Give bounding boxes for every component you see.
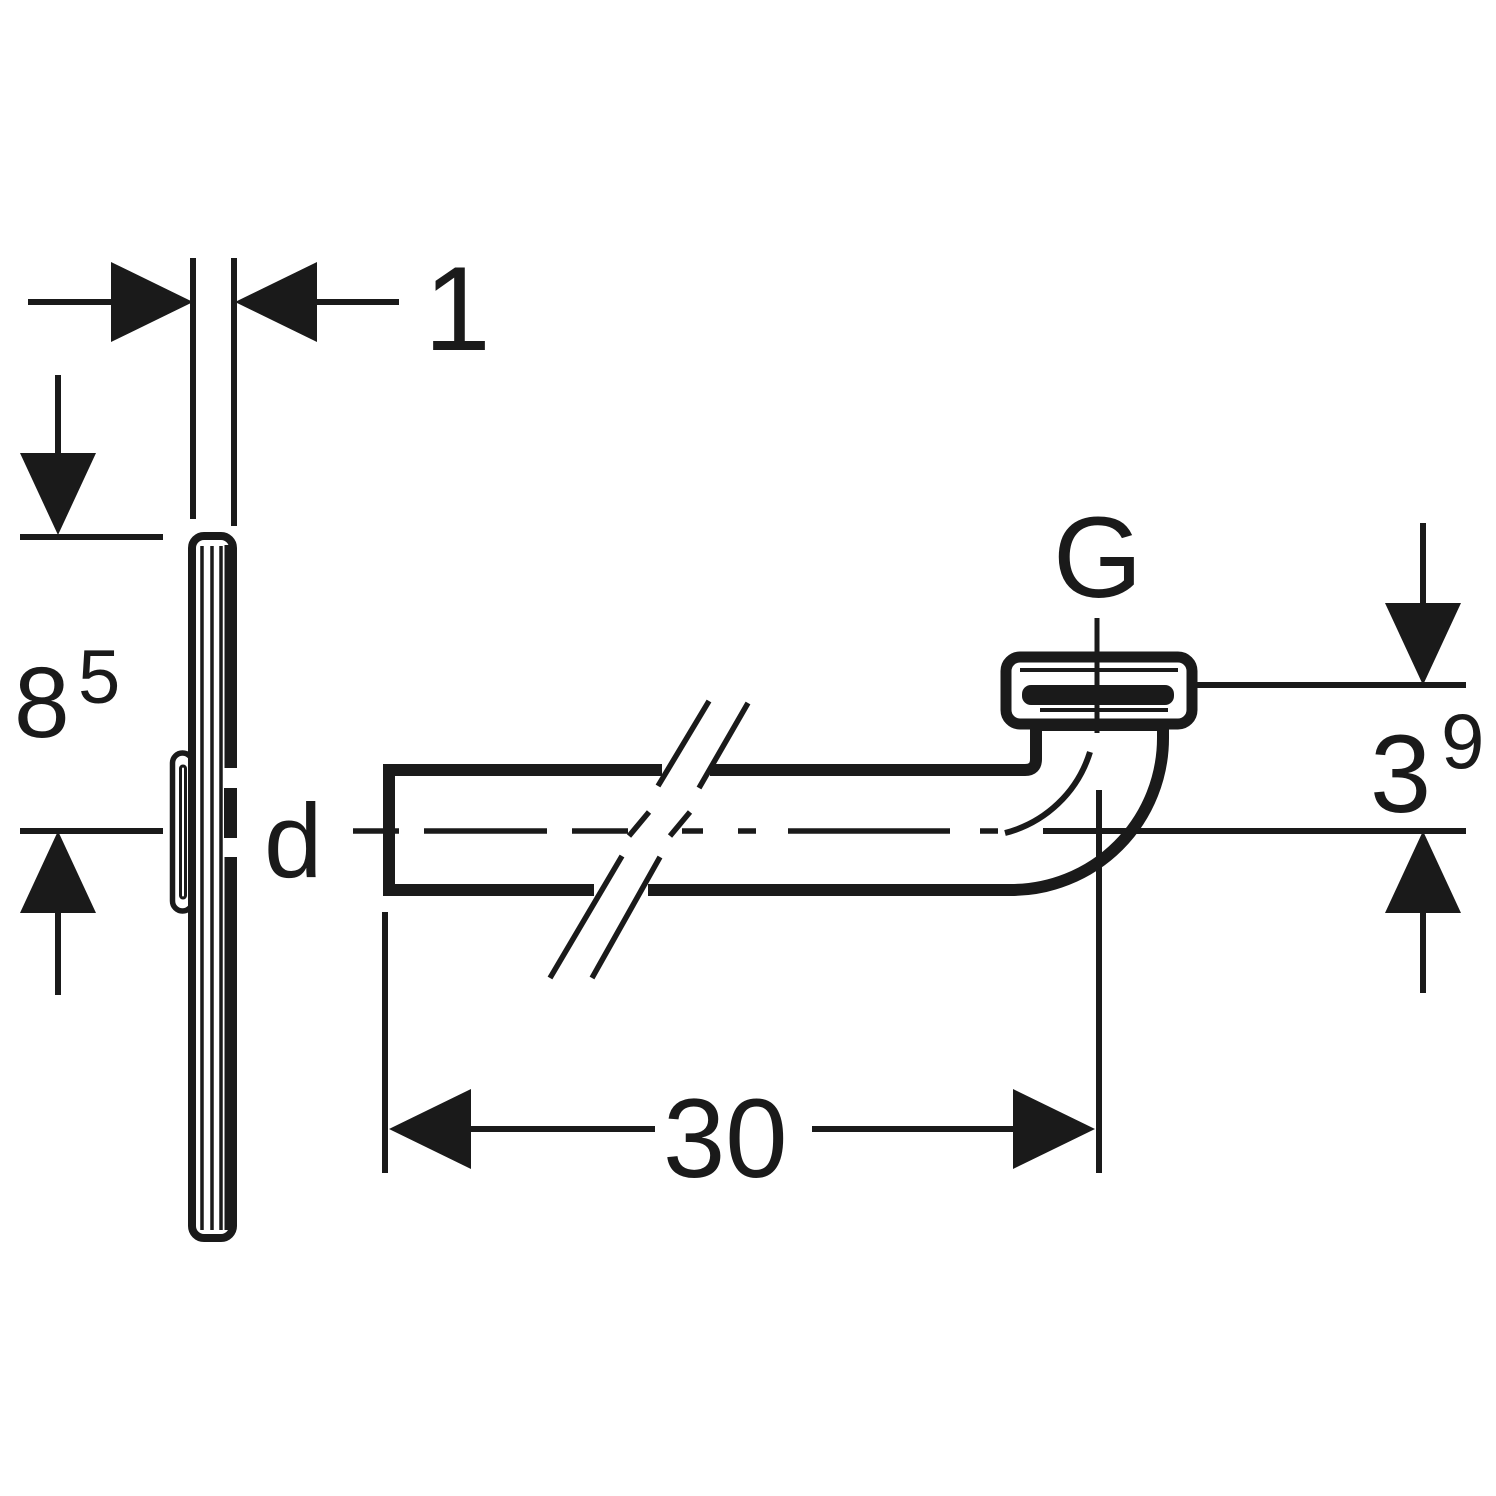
- arrow-left-icon: [389, 1089, 471, 1169]
- dimension-value-plate-thickness: 1: [424, 242, 491, 376]
- dimension-plate-thickness: [28, 258, 399, 526]
- plate-notch: [223, 768, 243, 788]
- break-slash: [547, 854, 625, 980]
- label-pipe-diameter: d: [264, 783, 322, 900]
- arrow-down-icon: [1385, 603, 1461, 685]
- pipe-break-marks: [547, 699, 751, 980]
- dimension-superscript-nut-face: 9: [1441, 697, 1484, 785]
- plate-notch: [223, 838, 243, 857]
- plate-socket-bar: [224, 788, 232, 838]
- retaining-clip-slot: [179, 764, 187, 900]
- label-thread: G: [1053, 494, 1142, 622]
- union-nut: [1000, 618, 1198, 733]
- arrow-right-icon: [111, 262, 193, 342]
- pipe: [383, 723, 1169, 896]
- arrow-right-icon: [1013, 1089, 1095, 1169]
- break-slash: [696, 701, 751, 790]
- break-slash: [655, 699, 712, 788]
- dimension-value-pipe-length: 30: [663, 1076, 788, 1201]
- break-slash-centerline: [626, 810, 652, 838]
- mounting-plate: [169, 532, 243, 1242]
- dimension-plate-top-to-axis: [20, 375, 163, 995]
- break-slash-centerline: [667, 810, 693, 838]
- arrow-up-icon: [20, 831, 96, 913]
- retaining-clip: [169, 750, 196, 914]
- arrow-up-icon: [1385, 831, 1461, 913]
- arrow-down-icon: [20, 453, 96, 535]
- dimension-superscript-plate-height: 5: [78, 635, 120, 720]
- elbow-inner-arc: [1004, 751, 1093, 836]
- pipe-top-edge: [710, 723, 1042, 776]
- dimension-nut-face-to-axis: [1043, 523, 1466, 993]
- pipe-bottom-edge-elbow: [648, 723, 1169, 896]
- dimension-value-nut-face: 3: [1370, 713, 1431, 836]
- dimension-value-plate-height: 8: [14, 647, 70, 759]
- arrow-left-icon: [235, 262, 317, 342]
- dimension-pipe-length: [382, 790, 1102, 1173]
- break-slash: [589, 855, 663, 980]
